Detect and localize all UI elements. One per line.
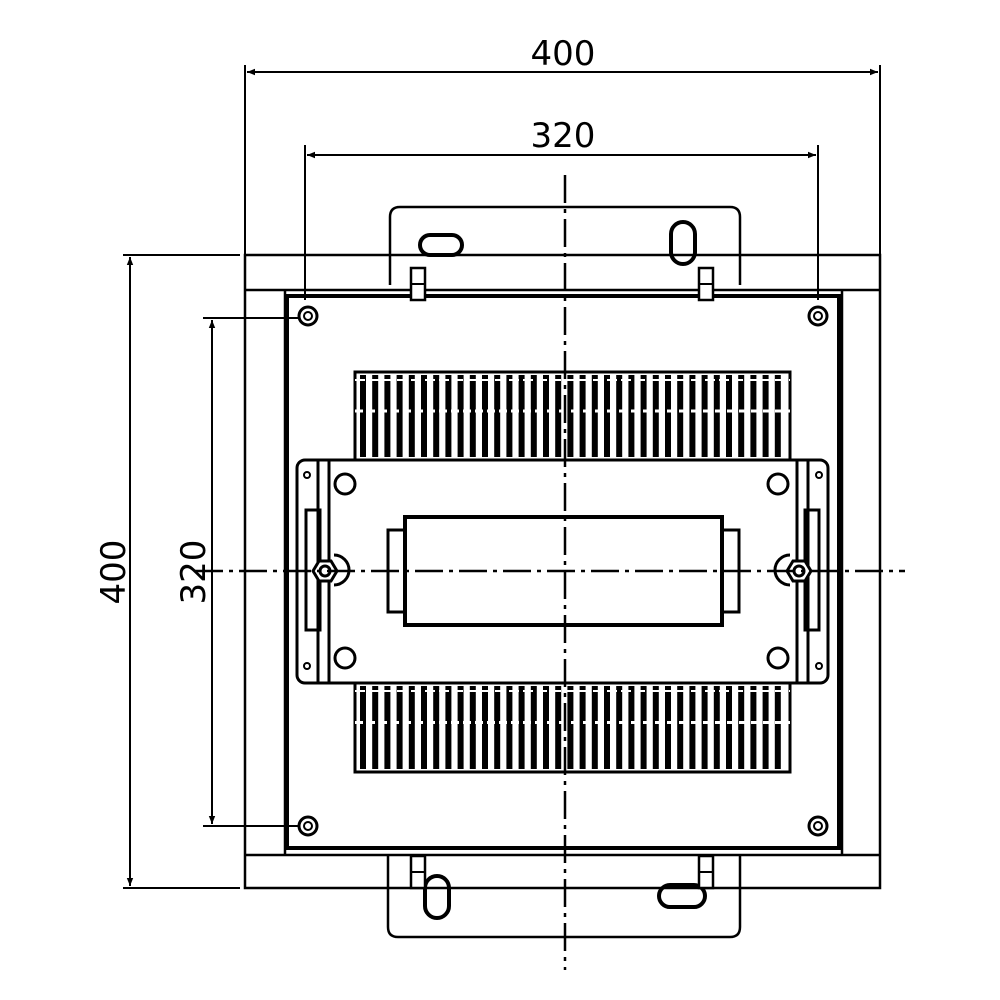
fin <box>469 375 476 457</box>
fin <box>665 375 671 457</box>
fin <box>408 375 415 457</box>
fin <box>604 686 610 769</box>
fin <box>543 375 549 457</box>
fin <box>567 375 574 457</box>
fin <box>421 686 427 769</box>
fin <box>518 686 525 769</box>
fin <box>555 686 562 769</box>
fin <box>726 686 732 769</box>
fin <box>665 686 671 769</box>
fin <box>640 686 647 769</box>
fin <box>774 375 781 457</box>
screw-center <box>813 821 823 831</box>
dim-label-overall-height: 400 <box>94 540 134 605</box>
fin <box>652 686 659 769</box>
fin <box>689 375 696 457</box>
fin <box>689 686 696 769</box>
fin <box>384 375 391 457</box>
fin <box>579 375 586 457</box>
dim-label-mounting-width: 320 <box>531 116 596 156</box>
fin <box>677 686 684 769</box>
fin <box>762 375 769 457</box>
fin <box>530 375 537 457</box>
fin <box>543 686 549 769</box>
fin <box>482 686 488 769</box>
fin <box>372 686 379 769</box>
fin <box>628 686 635 769</box>
dimension-top-320 <box>304 145 819 300</box>
screw-center <box>303 821 313 831</box>
fin <box>738 375 745 457</box>
fin <box>677 375 684 457</box>
dim-label-overall-width: 400 <box>531 34 596 74</box>
dimension-top-400 <box>244 65 881 255</box>
fin <box>360 686 366 769</box>
fin <box>518 375 525 457</box>
heatsink-fins-bottom <box>353 681 792 774</box>
fin <box>738 686 745 769</box>
fin <box>482 375 488 457</box>
fin <box>591 686 598 769</box>
fin <box>591 375 598 457</box>
fin <box>506 375 513 457</box>
fin <box>640 375 647 457</box>
fin <box>628 375 635 457</box>
fin <box>384 686 391 769</box>
fin <box>555 375 562 457</box>
fin <box>445 375 452 457</box>
fin <box>604 375 610 457</box>
fin <box>616 686 623 769</box>
corner-screws <box>297 305 829 837</box>
fin <box>372 375 379 457</box>
fin <box>726 375 732 457</box>
fin <box>433 375 440 457</box>
dimension-left-400 <box>123 254 240 889</box>
fin <box>701 375 708 457</box>
fin <box>506 686 513 769</box>
bracket-clips <box>409 266 715 890</box>
fin <box>713 375 720 457</box>
fin <box>713 686 720 769</box>
fin <box>762 686 769 769</box>
fin <box>579 686 586 769</box>
screw-center <box>813 311 823 321</box>
screw-center <box>303 311 313 321</box>
fin <box>616 375 623 457</box>
fin <box>494 375 501 457</box>
fin <box>701 686 708 769</box>
fin <box>469 686 476 769</box>
fin <box>494 686 501 769</box>
heatsink-fins-top <box>353 370 792 462</box>
fin <box>457 686 464 769</box>
fin <box>750 375 757 457</box>
fin <box>457 375 464 457</box>
fin <box>421 375 427 457</box>
fin <box>360 375 366 457</box>
fin <box>530 686 537 769</box>
fin <box>445 686 452 769</box>
fin <box>652 375 659 457</box>
fin <box>433 686 440 769</box>
centerlines <box>195 175 905 970</box>
fin <box>774 686 781 769</box>
fin <box>408 686 415 769</box>
fin <box>396 375 403 457</box>
fin <box>567 686 574 769</box>
fin <box>750 686 757 769</box>
fin <box>396 686 403 769</box>
